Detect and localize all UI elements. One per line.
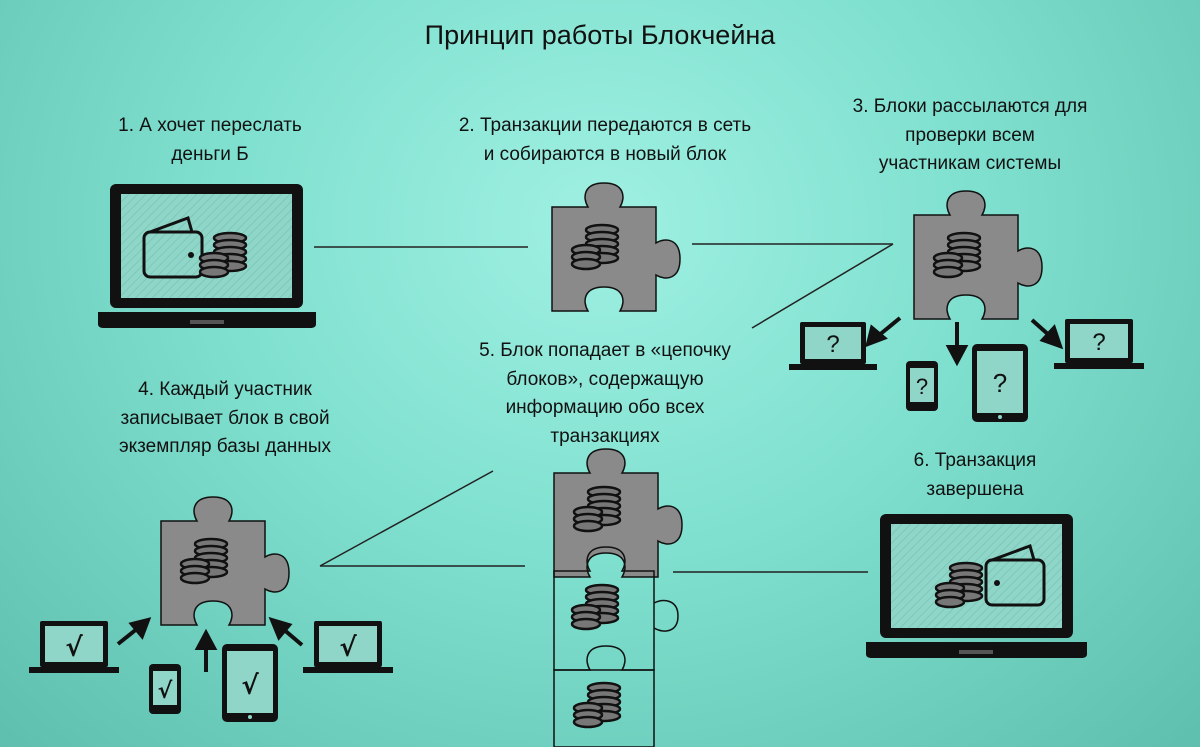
laptop-receiver-icon <box>866 514 1087 658</box>
tablet-unverified-icon: ? <box>972 344 1028 422</box>
check-mark: √ <box>158 679 173 704</box>
step-3-label: 3. Блоки рассылаются для проверки всем у… <box>852 96 1088 174</box>
confirm-arrows-icon <box>116 616 304 672</box>
laptop-verified-left-icon: √ <box>29 621 119 673</box>
step-1-label: 1. А хочет переслать деньги Б <box>118 115 302 165</box>
new-block-puzzle <box>551 182 681 312</box>
laptop-unverified-right-icon: ? <box>1054 319 1144 369</box>
block-chain <box>553 448 683 747</box>
question-mark: ? <box>826 331 839 358</box>
wallet-icon <box>984 544 1046 607</box>
chain-block-old <box>553 546 679 671</box>
laptop-unverified-left-icon: ? <box>789 322 877 370</box>
check-mark: √ <box>65 633 83 663</box>
phone-unverified-icon: ? <box>906 361 938 411</box>
chain-block-new <box>553 448 683 578</box>
broadcast-block-puzzle <box>913 190 1043 320</box>
broadcast-arrows-icon <box>865 316 1064 367</box>
step-4-label: 4. Каждый участник записывает блок в сво… <box>118 379 332 457</box>
step-5-label: 5. Блок попадает в «цепочку блоков», сод… <box>479 340 731 447</box>
question-mark: ? <box>1092 329 1105 356</box>
question-mark: ? <box>916 374 928 399</box>
step-2-label: 2. Транзакции передаются в сеть и собира… <box>458 115 752 165</box>
question-mark: ? <box>993 368 1007 398</box>
step-6-label: 6. Транзакция завершена <box>913 450 1037 500</box>
recorded-block-puzzle <box>160 496 290 626</box>
laptop-verified-right-icon: √ <box>303 621 393 673</box>
phone-verified-icon: √ <box>149 664 181 714</box>
connector-lines <box>314 243 894 573</box>
page-title: Принцип работы Блокчейна <box>424 20 776 50</box>
laptop-sender-icon <box>98 184 316 328</box>
tablet-verified-icon: √ <box>222 644 278 722</box>
chain-block-oldest <box>553 645 655 747</box>
check-mark: √ <box>241 671 259 701</box>
check-mark: √ <box>339 633 357 663</box>
